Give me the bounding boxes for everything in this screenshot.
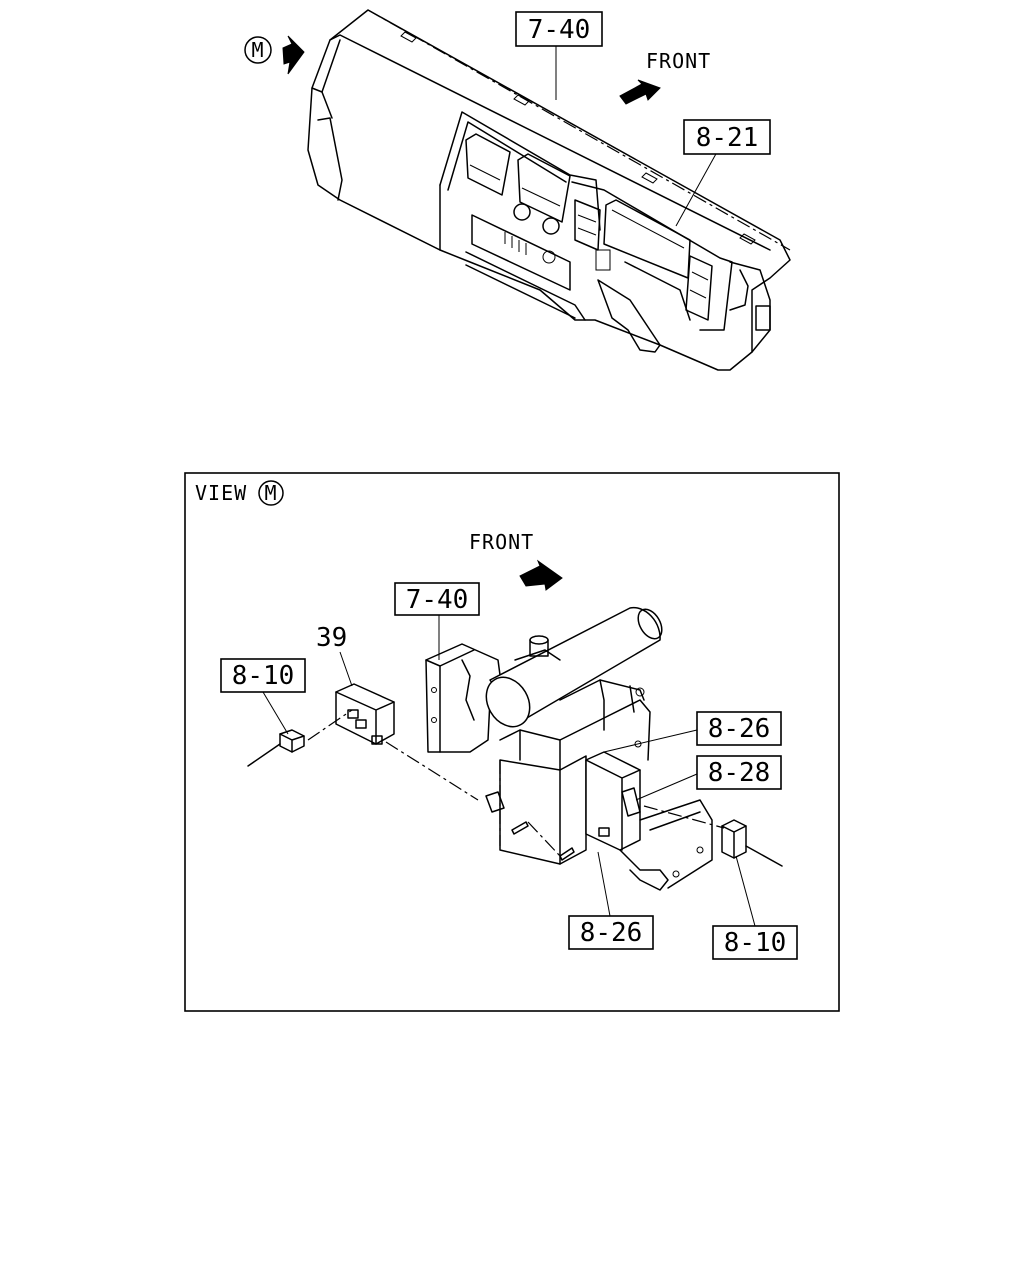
svg-text:8-10: 8-10 — [232, 661, 295, 691]
assembly-line — [307, 709, 353, 741]
callout-7-40-top: 7-40 — [515, 11, 603, 47]
callout-8-10-left: 8-10 — [220, 658, 306, 693]
svg-text:8-21: 8-21 — [696, 123, 759, 153]
leader-line — [339, 651, 353, 687]
svg-text:7-40: 7-40 — [406, 585, 469, 615]
svg-text:7-40: 7-40 — [528, 15, 591, 45]
svg-text:M: M — [264, 481, 277, 505]
instrument-panel-drawing — [307, 9, 791, 371]
leader-line — [262, 691, 289, 735]
part-number-39: 39 — [316, 623, 347, 653]
leader-line — [635, 773, 698, 801]
svg-text:8-26: 8-26 — [708, 714, 771, 744]
svg-text:8-28: 8-28 — [708, 758, 771, 788]
callout-8-21: 8-21 — [683, 119, 771, 155]
relay-39-drawing — [335, 683, 395, 745]
view-m-marker-detail: M — [258, 480, 284, 506]
view-direction-arrow — [282, 35, 305, 75]
front-label-detail: FRONT — [469, 530, 534, 554]
leader-line — [735, 855, 756, 927]
assembly-line — [385, 741, 479, 801]
svg-text:8-10: 8-10 — [724, 928, 787, 958]
view-m-frame — [184, 472, 840, 1012]
callout-8-10-right: 8-10 — [712, 925, 798, 960]
front-arrow-icon — [619, 79, 661, 105]
leader-line — [603, 729, 698, 753]
callout-8-26-upper: 8-26 — [696, 711, 782, 746]
bracket-assembly-drawing — [425, 606, 713, 891]
svg-text:8-26: 8-26 — [580, 918, 643, 948]
callout-7-40-detail: 7-40 — [394, 582, 480, 616]
front-arrow-icon-detail — [519, 559, 563, 591]
connector-left-drawing — [247, 729, 305, 767]
connector-right-drawing — [721, 819, 783, 867]
leader-line — [597, 851, 611, 917]
callout-8-26-lower: 8-26 — [568, 915, 654, 950]
front-label: FRONT — [646, 49, 711, 73]
view-m-marker: M — [244, 36, 272, 64]
callout-8-28: 8-28 — [696, 755, 782, 790]
assembly-line — [527, 821, 561, 857]
assembly-line — [643, 805, 725, 829]
leader-line — [675, 151, 718, 227]
view-title: VIEW — [195, 481, 247, 505]
svg-text:M: M — [251, 38, 264, 62]
